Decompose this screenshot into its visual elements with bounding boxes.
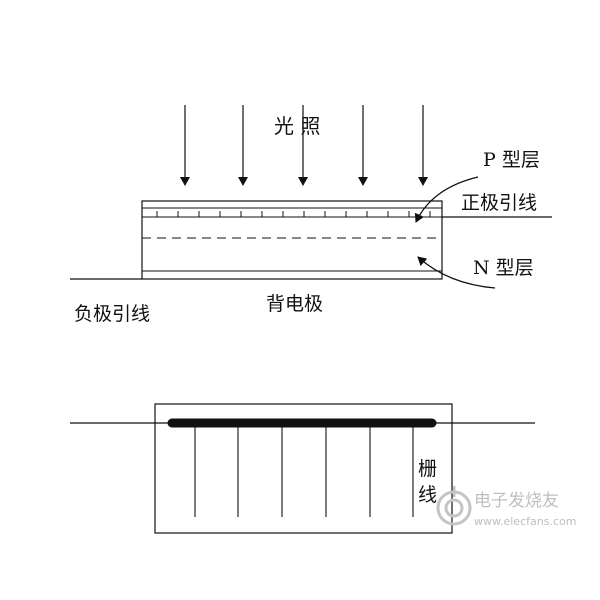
grid-line-label-1: 栅 [418, 458, 437, 480]
watermark-logo-icon [436, 486, 472, 526]
watermark: 电子发烧友 www.elecfans.com [436, 486, 576, 528]
grid-line-label-2: 线 [418, 484, 437, 506]
light-label: 光 照 [274, 114, 320, 138]
p-layer-pointer [414, 176, 479, 223]
light-arrows [180, 105, 428, 186]
cell-panel [154, 403, 453, 534]
n-layer-label: N 型层 [473, 257, 534, 279]
cell-body [141, 200, 443, 280]
cross-section-diagram: 光 照 P 型层 正 [70, 105, 552, 325]
top-view-diagram: 栅 线 [70, 403, 535, 534]
negative-lead-label: 负极引线 [74, 303, 150, 325]
watermark-title: 电子发烧友 [474, 491, 559, 511]
back-electrode-label: 背电极 [266, 293, 323, 315]
n-layer-pointer [417, 256, 496, 289]
p-layer-label: P 型层 [483, 149, 540, 171]
grid-contact-ticks [156, 211, 431, 217]
watermark-url: www.elecfans.com [474, 515, 576, 528]
positive-lead-label: 正极引线 [461, 192, 537, 214]
grid-fingers [194, 427, 414, 517]
